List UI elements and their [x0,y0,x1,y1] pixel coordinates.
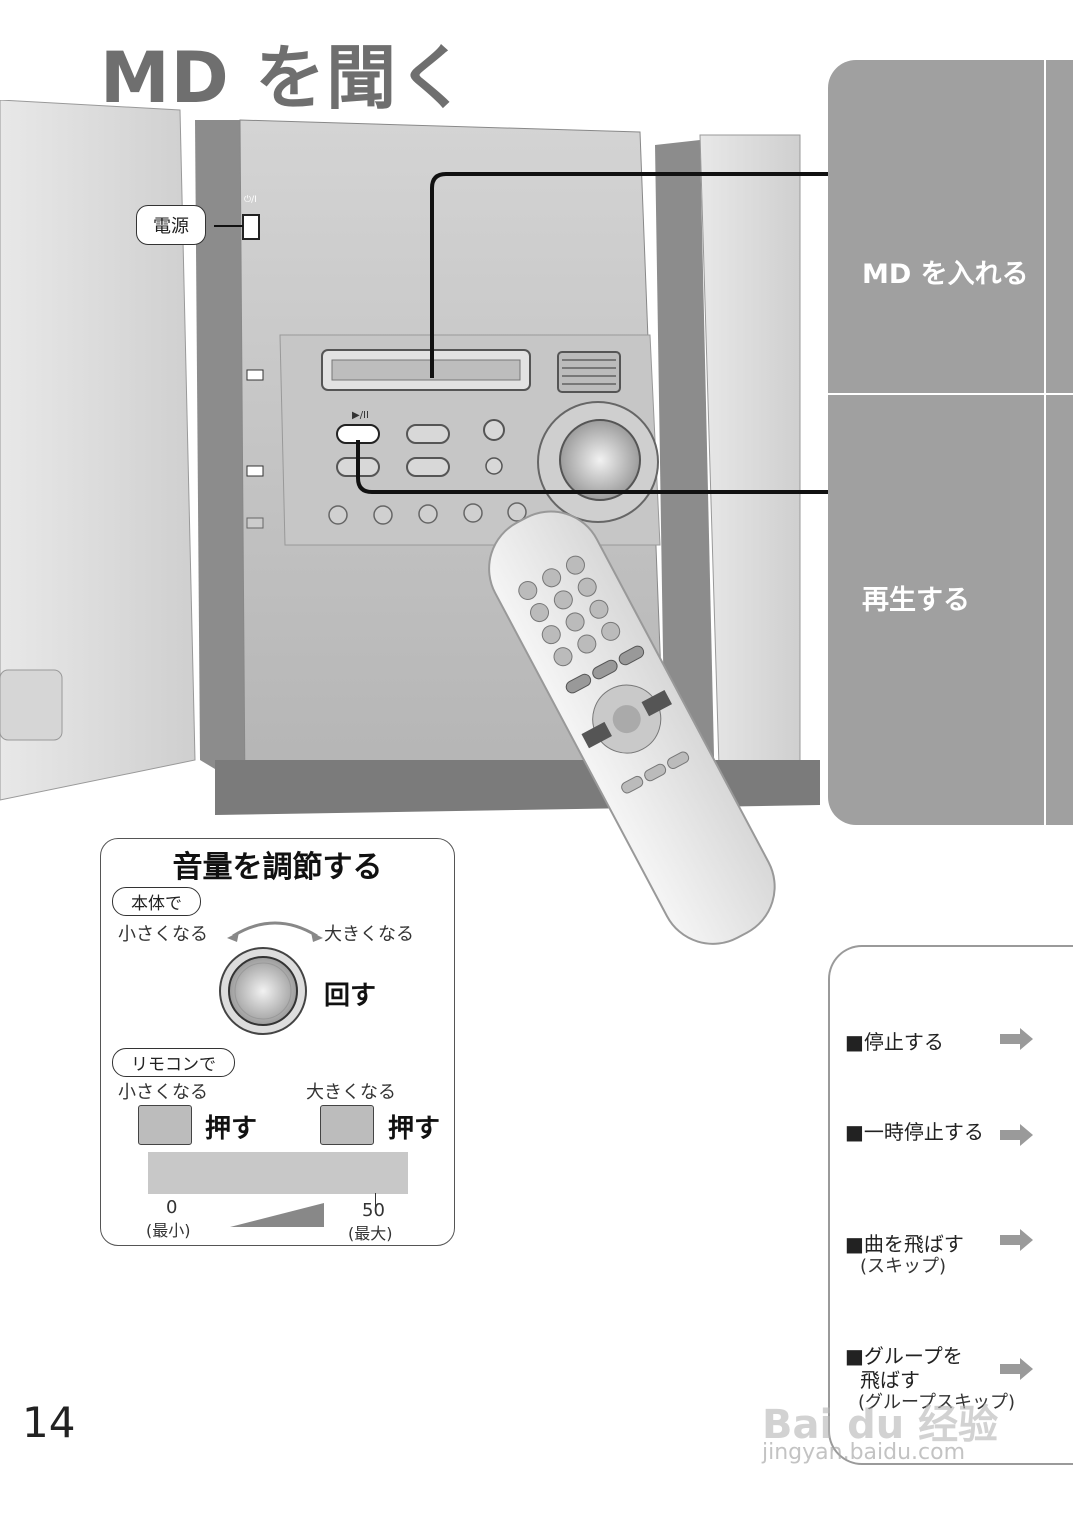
volume-display [148,1152,408,1194]
volume-down-button [138,1105,192,1145]
watermark-url: jingyan.baidu.com [762,1440,966,1465]
op-group-skip: ■グループを [845,1344,963,1368]
op-stop: ■停止する [845,1030,944,1054]
steps-divider [828,393,1073,395]
step-play: 再生する [862,585,970,616]
unit-pill: 本体で [112,887,201,916]
stereo-illustration: ▶/II ⏻/I [0,100,830,945]
op-group-skip-sub: (グループスキップ) [858,1392,1015,1413]
remote-quieter-label: 小さくなる [118,1082,208,1103]
volume-ramp-icon [230,1203,324,1227]
step-insert-md: MD を入れる [862,259,1029,290]
page-title: MD を聞く [100,37,469,119]
arrow-right-icon [1000,1124,1033,1146]
scale-min-note: (最小) [146,1221,191,1240]
play-symbol-text: ▶/II [352,410,369,421]
volume-up-button [320,1105,374,1145]
op-skip: ■曲を飛ばす [845,1232,964,1256]
op-pause: ■一時停止する [845,1120,984,1144]
watermark-brand: Bai du 经验 [762,1402,999,1448]
press-right-label: 押す [388,1114,441,1144]
page-number: 14 [22,1398,76,1447]
operations-panel [828,945,1073,1465]
quieter-label: 小さくなる [118,924,208,945]
scale-max-tick [375,1193,376,1207]
scale-max: 50 [362,1200,385,1221]
arrow-right-icon [1000,1358,1033,1380]
press-left-label: 押す [205,1114,258,1144]
remote-pill: リモコンで [112,1048,235,1077]
turn-label: 回す [324,981,377,1011]
op-skip-sub: (スキップ) [860,1256,947,1277]
steps-divider-vertical [1044,60,1046,825]
arrow-right-icon [1000,1028,1033,1050]
arrow-right-icon [1000,1229,1033,1251]
scale-min: 0 [166,1197,178,1218]
op-group-skip-2: 飛ばす [860,1368,920,1392]
volume-title: 音量を調節する [172,850,383,885]
power-callout: 電源 [136,205,206,245]
rotate-arrow-icon [227,921,323,942]
remote-louder-label: 大きくなる [306,1082,396,1103]
louder-label: 大きくなる [324,924,414,945]
scale-max-note: (最大) [348,1224,393,1243]
volume-knob-icon [219,947,307,1035]
power-symbol-text: ⏻/I [244,194,257,205]
steps-panel [828,60,1073,825]
